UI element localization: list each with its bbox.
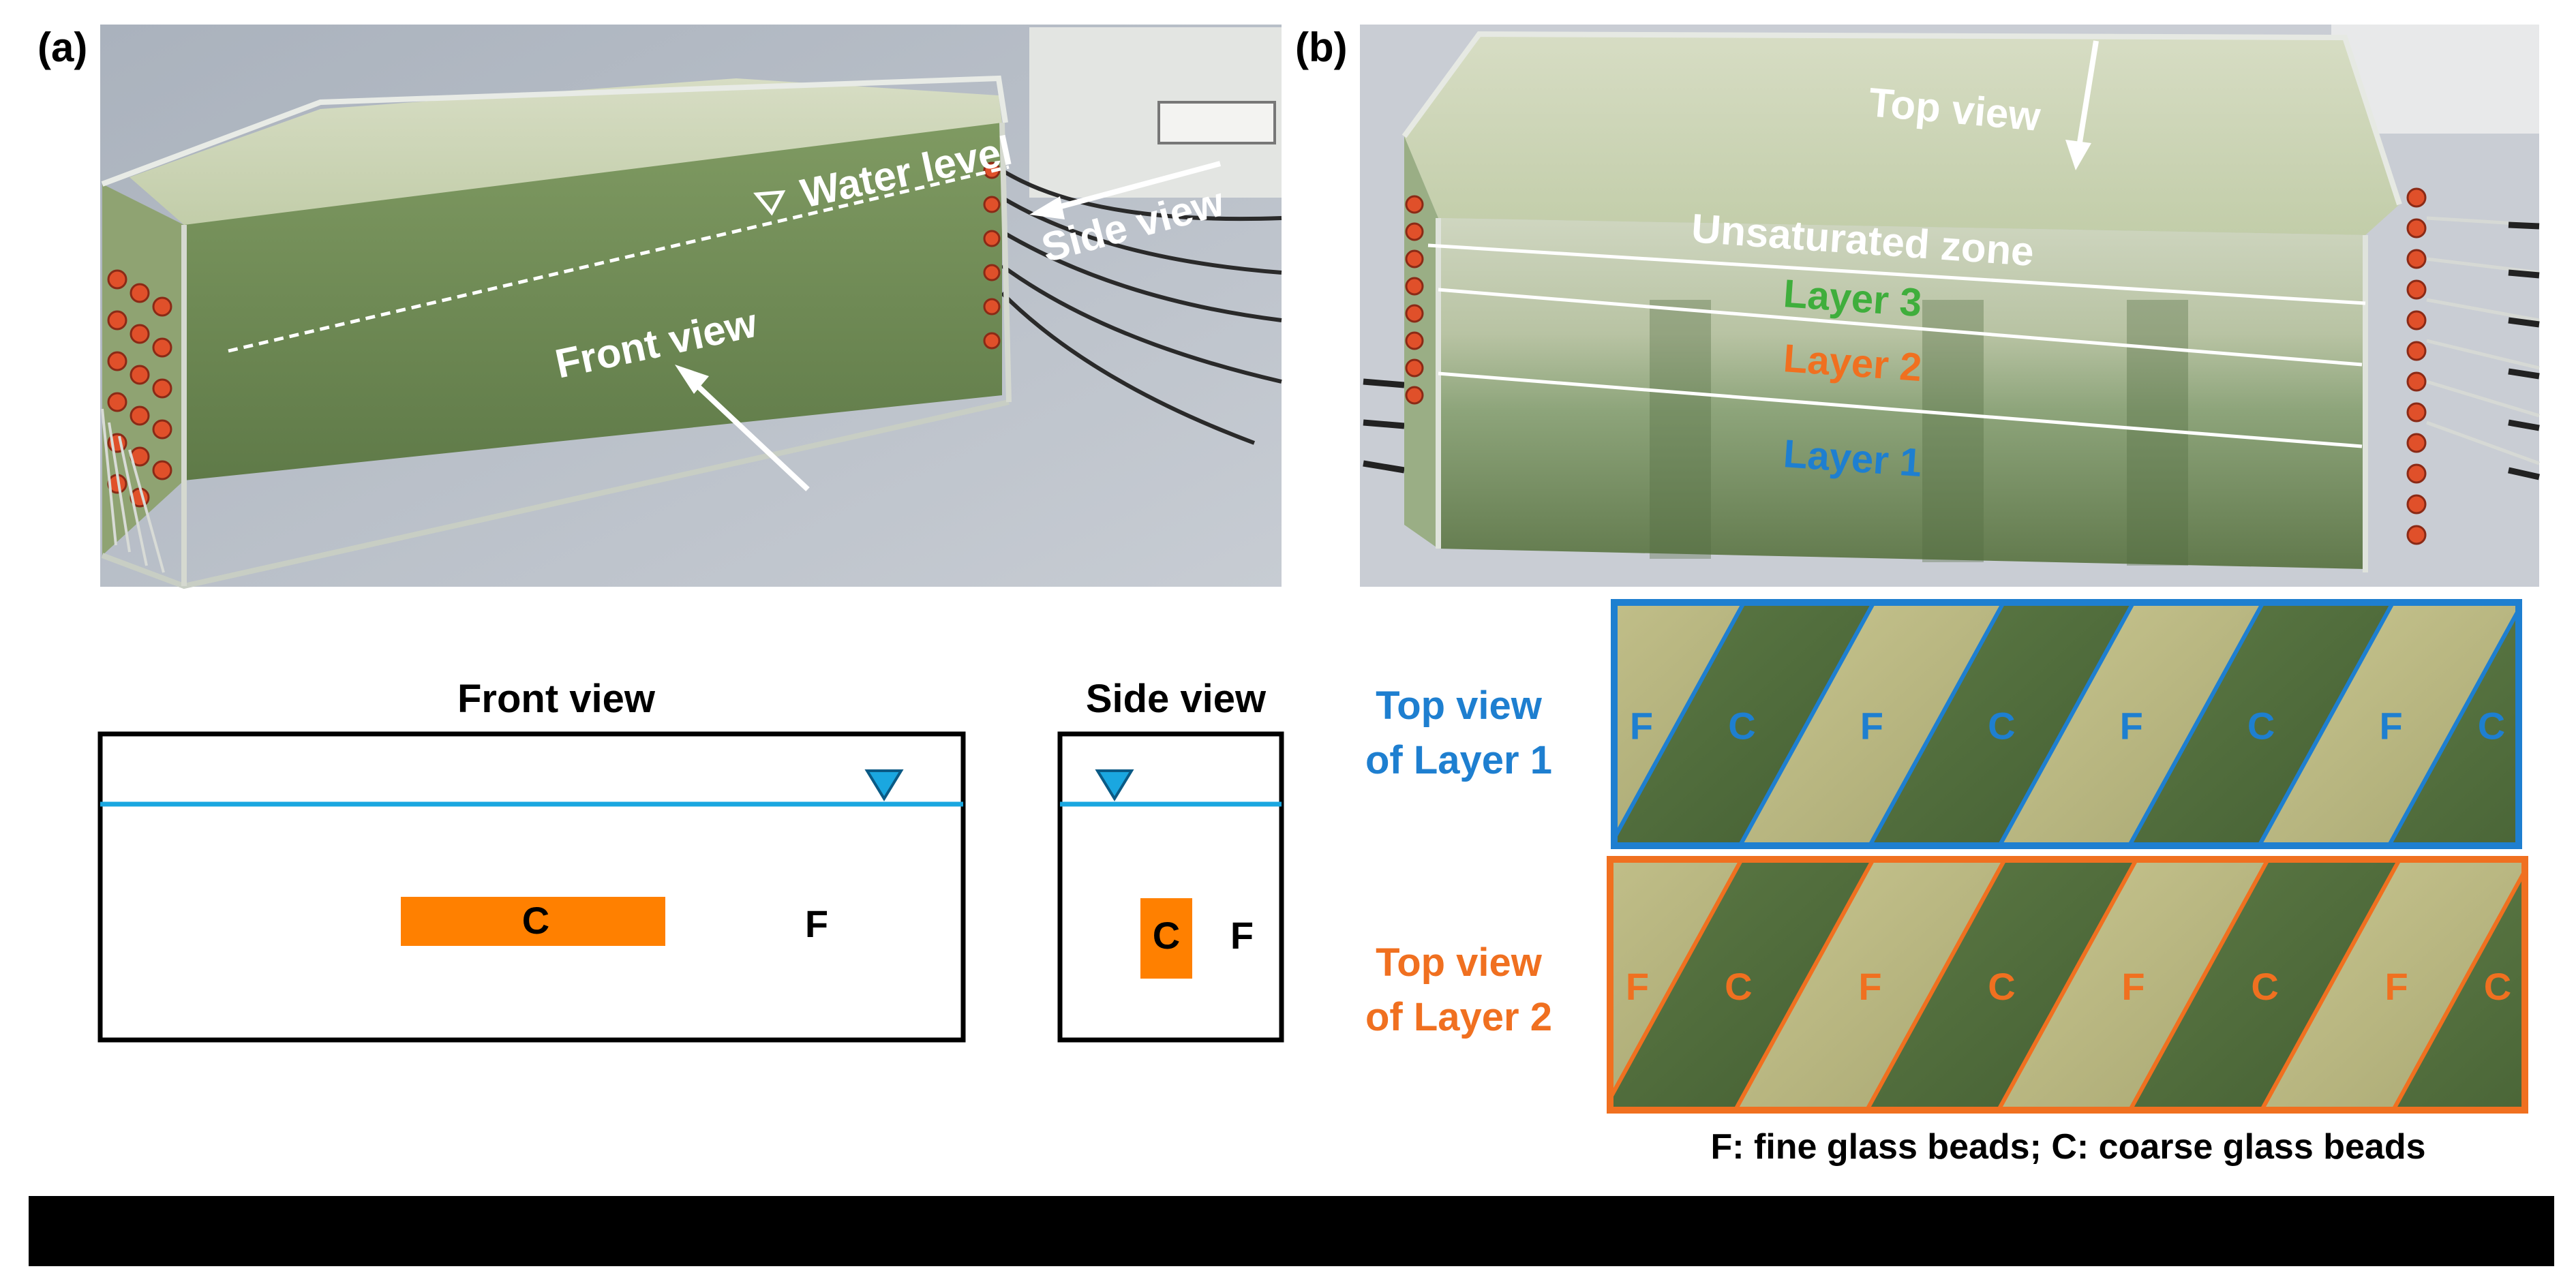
- coarse-strip: [2386, 605, 2519, 846]
- side-view-arrowhead: [1029, 196, 1065, 219]
- strip-label: F: [2385, 965, 2408, 1008]
- panel-a-label: (a): [37, 25, 87, 70]
- front-block-label: C: [522, 899, 549, 942]
- strip-label: F: [1858, 965, 1881, 1008]
- layer2-top-label-line2: of Layer 2: [1365, 995, 1552, 1039]
- strip-label: C: [2247, 705, 2275, 748]
- layer2-label: Layer 2: [1782, 336, 1923, 390]
- layer3-label: Layer 3: [1782, 271, 1923, 325]
- fine-strip: [1738, 602, 2006, 846]
- water-level-triangle-icon: [753, 190, 786, 216]
- coarse-strip: [2127, 602, 2395, 846]
- front-coarse-block: [401, 897, 665, 946]
- layer1-label: Layer 1: [1782, 431, 1923, 485]
- side-matrix-label: F: [1230, 914, 1254, 957]
- strip-label: F: [1630, 705, 1653, 748]
- strip-label: C: [2478, 705, 2505, 748]
- side-view-title: Side view: [1086, 677, 1267, 721]
- side-water-level-icon: [1095, 769, 1134, 801]
- strip-label: F: [2120, 705, 2143, 748]
- front-view-box: [97, 731, 966, 1043]
- layer2-top-frame: [1607, 856, 2528, 1114]
- layer1-top-label-line1: Top view: [1376, 684, 1543, 728]
- caption: F: fine glass beads; C: coarse glass bea…: [1710, 1127, 2425, 1167]
- strip-label: C: [1988, 705, 2015, 748]
- strip-label: C: [1988, 965, 2015, 1008]
- panel-b-label: (b): [1295, 25, 1348, 70]
- top-view-arrowhead: [2065, 140, 2091, 170]
- layer1-top-frame: [1611, 599, 2522, 849]
- fine-strip: [1996, 859, 2271, 1110]
- layer2-top-label-line1: Top view: [1376, 940, 1543, 985]
- strip-label: C: [1725, 965, 1752, 1008]
- coarse-strip: [2127, 859, 2402, 1110]
- photo-b: Top view Unsaturated zone Layer 3 Layer …: [1360, 25, 2540, 587]
- coarse-strip: [1614, 602, 1877, 846]
- photo-a: Water level Side view Front view: [100, 25, 1282, 589]
- coarse-strip: [1864, 859, 2139, 1110]
- strip-label: C: [2484, 965, 2511, 1008]
- coarse-strip: [1610, 859, 1876, 1110]
- strip-label: F: [2121, 965, 2145, 1008]
- coarse-strip: [1867, 602, 2136, 846]
- side-view-box: [1057, 731, 1284, 1043]
- layer1-top-view: [1614, 602, 2519, 846]
- strip-label: F: [2379, 705, 2402, 748]
- strip-label: F: [1626, 965, 1649, 1008]
- coarse-strip: [2391, 866, 2525, 1110]
- front-view-arrowhead: [675, 365, 709, 394]
- side-block-label: C: [1153, 914, 1180, 957]
- front-matrix-label: F: [805, 902, 828, 945]
- strip-label: C: [1728, 705, 1755, 748]
- front-view-title: Front view: [457, 677, 656, 721]
- front-water-level-icon: [864, 769, 904, 801]
- strip-label: F: [1860, 705, 1883, 748]
- side-coarse-block: [1140, 898, 1192, 979]
- strip-label: C: [2251, 965, 2278, 1008]
- fine-strip: [2259, 859, 2525, 1110]
- layer1-top-label-line2: of Layer 1: [1365, 738, 1552, 782]
- layer2-top-view: [1610, 859, 2525, 1110]
- fine-strip: [1997, 602, 2266, 846]
- fine-strip: [2256, 602, 2519, 846]
- fine-strip: [1733, 859, 2007, 1110]
- bottom-bar: [29, 1196, 2554, 1266]
